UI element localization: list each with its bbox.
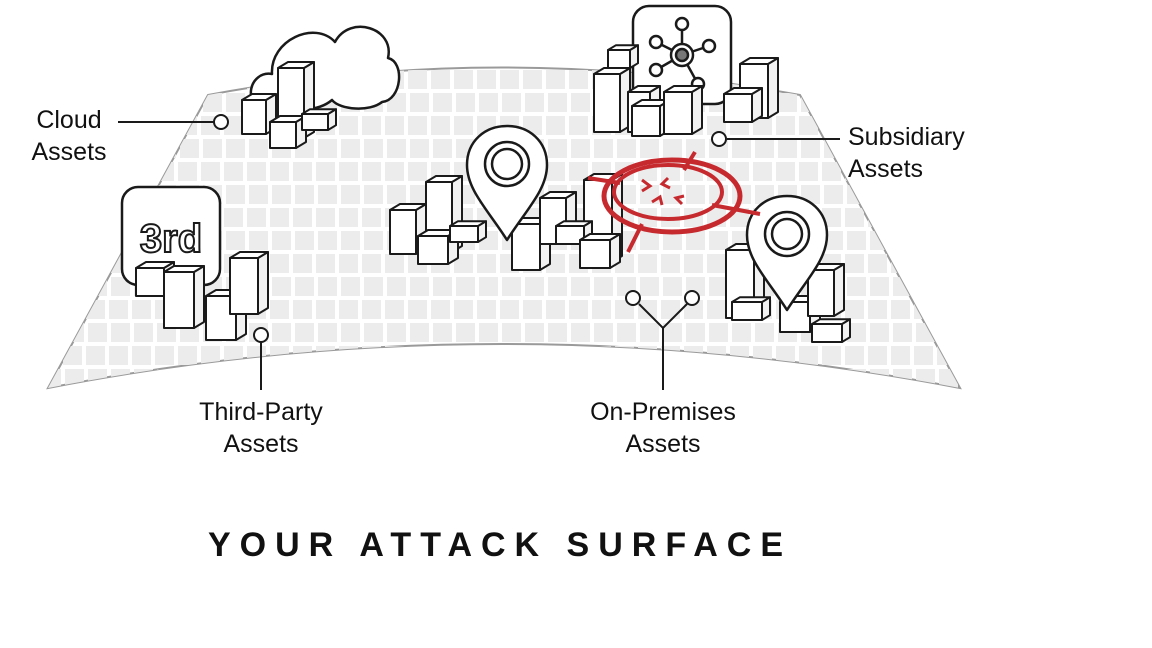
third-party-assets-label-line1: Third-Party [199,398,323,426]
on-premises-assets-label: On-Premises Assets [568,396,758,460]
building-icon [607,44,639,69]
building-icon [807,263,845,317]
map-pin-icon [745,194,829,312]
building-icon [723,87,763,123]
on-premises-assets-label-line2: Assets [625,430,701,458]
building-icon [269,115,307,149]
building-icon [663,85,703,135]
subsidiary-assets-label-line1: Subsidiary [848,123,965,151]
map-pin-icon [465,124,549,242]
callout-connectors [118,114,840,390]
third-party-badge-label: 3rd [140,217,202,261]
building-icon [593,67,631,133]
building-icon [579,233,621,269]
on-premises-assets-label-line1: On-Premises [590,398,736,426]
third-party-badge: 3rd [120,185,222,287]
building-icon [449,220,487,243]
cloud-assets-label-line2: Assets [31,138,107,166]
cloud-assets-label: Cloud Assets [16,104,122,168]
building-icon [731,296,771,321]
third-party-assets-label-line2: Assets [223,430,299,458]
page-title: YOUR ATTACK SURFACE [207,526,793,564]
cloud-assets-label-line1: Cloud [36,106,102,134]
target-crosshair-icon [587,150,761,253]
third-party-assets-label: Third-Party Assets [176,396,346,460]
building-icon [811,318,851,343]
subsidiary-assets-label-line2: Assets [848,155,924,183]
building-icon [163,265,205,329]
subsidiary-assets-label: Subsidiary Assets [848,121,998,185]
building-icon [301,108,337,131]
building-icon [229,251,269,315]
